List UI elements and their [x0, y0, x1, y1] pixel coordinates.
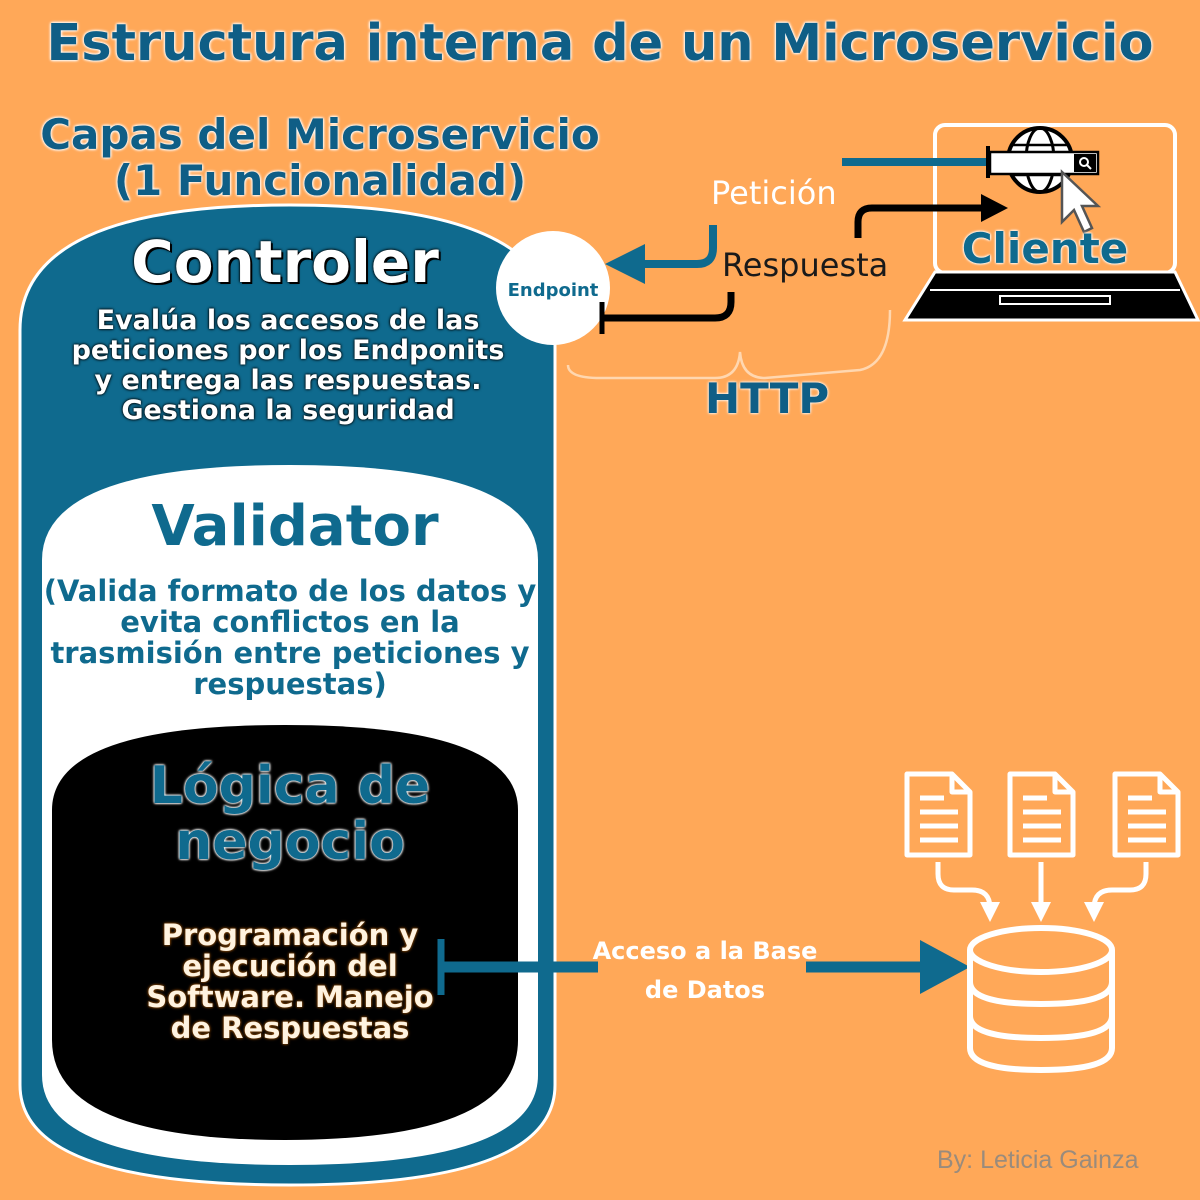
- business-logic-layer-shape: [52, 725, 518, 1140]
- database-access-label: Acceso a la Base de Datos: [592, 937, 818, 1004]
- endpoint-node: [496, 231, 610, 345]
- document-to-database-arrows: [935, 862, 1149, 922]
- author-credit: By: Leticia Gainza: [937, 1146, 1139, 1174]
- request-arrow: [605, 146, 990, 284]
- document-icon: [1112, 771, 1181, 858]
- diagram-title: Estructura interna de un Microservicio: [46, 14, 1154, 73]
- laptop-icon: [902, 123, 1200, 322]
- http-label: HTTP: [705, 374, 830, 423]
- endpoint-label: Endpoint: [507, 280, 599, 301]
- client-label: Cliente: [961, 224, 1129, 273]
- cursor-icon: [1060, 169, 1102, 234]
- document-icon: [904, 771, 973, 858]
- search-bar-icon: [988, 150, 1100, 176]
- database-access-arrow: [437, 939, 970, 995]
- document-icon: [1007, 771, 1076, 858]
- business-logic-description: Programación y ejecución del Software. M…: [146, 918, 434, 1045]
- database-icon: [967, 925, 1115, 1074]
- controller-title: Controler: [131, 228, 439, 296]
- request-label: Petición: [711, 174, 837, 212]
- http-brace: [566, 309, 892, 380]
- response-label: Respuesta: [722, 246, 889, 284]
- validator-description: (Valida formato de los datos y evita con…: [43, 574, 537, 701]
- layers-subtitle: Capas del Microservicio (1 Funcionalidad…: [40, 110, 600, 205]
- controller-description: Evalúa los accesos de las peticiones por…: [71, 305, 505, 426]
- validator-title: Validator: [151, 494, 439, 559]
- business-logic-title: Lógica de negocio: [149, 756, 431, 872]
- response-arrow: [599, 194, 1008, 334]
